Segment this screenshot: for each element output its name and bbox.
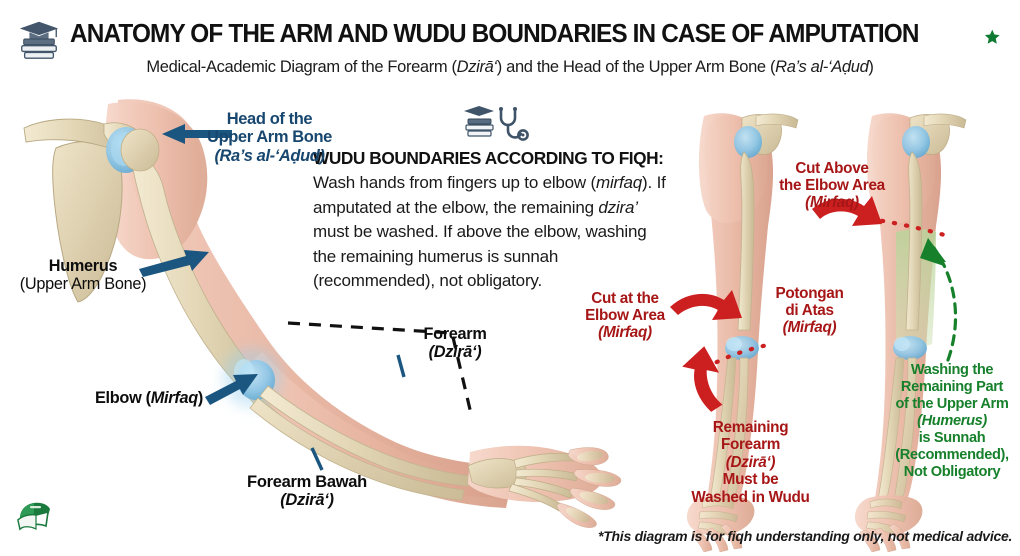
cut-line-above-elbow [867,216,951,239]
label-line: Must be [722,471,779,489]
label-line: Humerus [48,257,118,275]
disclaimer-note: *This diagram is for fiqh understanding … [598,528,1013,544]
green-highlight-humerus [896,229,936,347]
label-potongan-di-atas: Potongan di Atas (Mirfaq) [762,285,857,336]
label-humerus: Humerus (Upper Arm Bone) [8,257,158,294]
label-remaining-forearm: Remaining Forearm (Dzirā‘) Must be Washe… [688,419,813,506]
cut-line-elbow [703,341,775,371]
label-line: Forearm [423,325,487,343]
label-line-transliteration: (Ra’s al-‘Aḍud) [214,146,325,165]
label-elbow: Elbow (Mirfaq) [95,389,203,407]
label-line: Potongan [775,285,844,302]
crescent-star-icon [971,19,1000,57]
page-title: ANATOMY OF THE ARM AND WUDU BOUNDARIES I… [70,20,919,48]
label-line-transliteration: (Mirfaq) [805,194,859,212]
label-line: Cut at the [591,290,659,307]
red-arrow-remaining-forearm [682,346,723,412]
label-line: Forearm Bawah [247,473,367,491]
label-line: Forearm [720,436,781,454]
label-cut-at-elbow-area: Cut at the Elbow Area (Mirfaq) [570,290,680,341]
label-line: of the Upper Arm [895,395,1009,412]
header: ANATOMY OF THE ARM AND WUDU BOUNDARIES I… [0,0,1020,92]
green-arrow-head [920,238,946,266]
label-cut-above-elbow-area: Cut Above the Elbow Area (Mirfaq) [772,160,892,211]
page-subtitle: Medical-Academic Diagram of the Forearm … [146,58,874,76]
label-line-transliteration: (Dzirā‘) [280,491,334,510]
label-line: Head of the [226,110,313,128]
label-line: Not Obligatory [903,463,1001,480]
label-line-transliteration: (Dzirā‘) [725,453,776,471]
label-line-transliteration: (Dzirā‘) [428,343,482,362]
label-line: (Recommended), [895,446,1009,463]
blue-arrow-elbow [205,374,258,405]
red-arrow-cut-elbow [670,290,742,320]
label-line-transliteration: (Mirfaq) [598,324,652,342]
label-line: Washed in Wudu [691,488,810,506]
label-line: di Atas [785,302,834,320]
green-book-icon [17,502,50,531]
fiqh-body: Wash hands from fingers up to elbow (mir… [313,173,666,290]
label-line: Remaining [712,419,789,436]
fiqh-heading: WUDU BOUNDARIES ACCORDING TO FIQH: [313,148,664,168]
forearm-bawah-tick [310,447,324,471]
label-line: Washing the [910,362,994,378]
label-line-transliteration: (Mirfaq) [782,319,837,337]
graduation-cap-books-icon [19,21,59,59]
label-forearm: Forearm (Dzirā‘) [400,325,510,362]
label-head-of-upper-arm-bone: Head of the Upper Arm Bone (Ra’s al-‘Aḍu… [187,110,352,165]
label-line: Elbow Area [585,307,665,325]
label-line: is Sunnah [918,429,986,446]
label-washing-remaining-upper-arm: Washing the Remaining Part of the Upper … [888,362,1016,480]
books-stethoscope-icon [464,106,529,141]
label-line-transliteration: (Humerus) [917,412,987,429]
label-line: Cut Above [795,160,869,177]
label-line: Upper Arm Bone [207,128,332,147]
label-line: the Elbow Area [779,177,885,195]
green-dashed-arrow [932,246,958,362]
label-line: (Upper Arm Bone) [19,275,147,294]
fiqh-text-panel: WUDU BOUNDARIES ACCORDING TO FIQH: Wash … [313,148,673,294]
label-line: Remaining Part [900,378,1004,395]
label-forearm-bawah: Forearm Bawah (Dzirā‘) [232,473,382,510]
